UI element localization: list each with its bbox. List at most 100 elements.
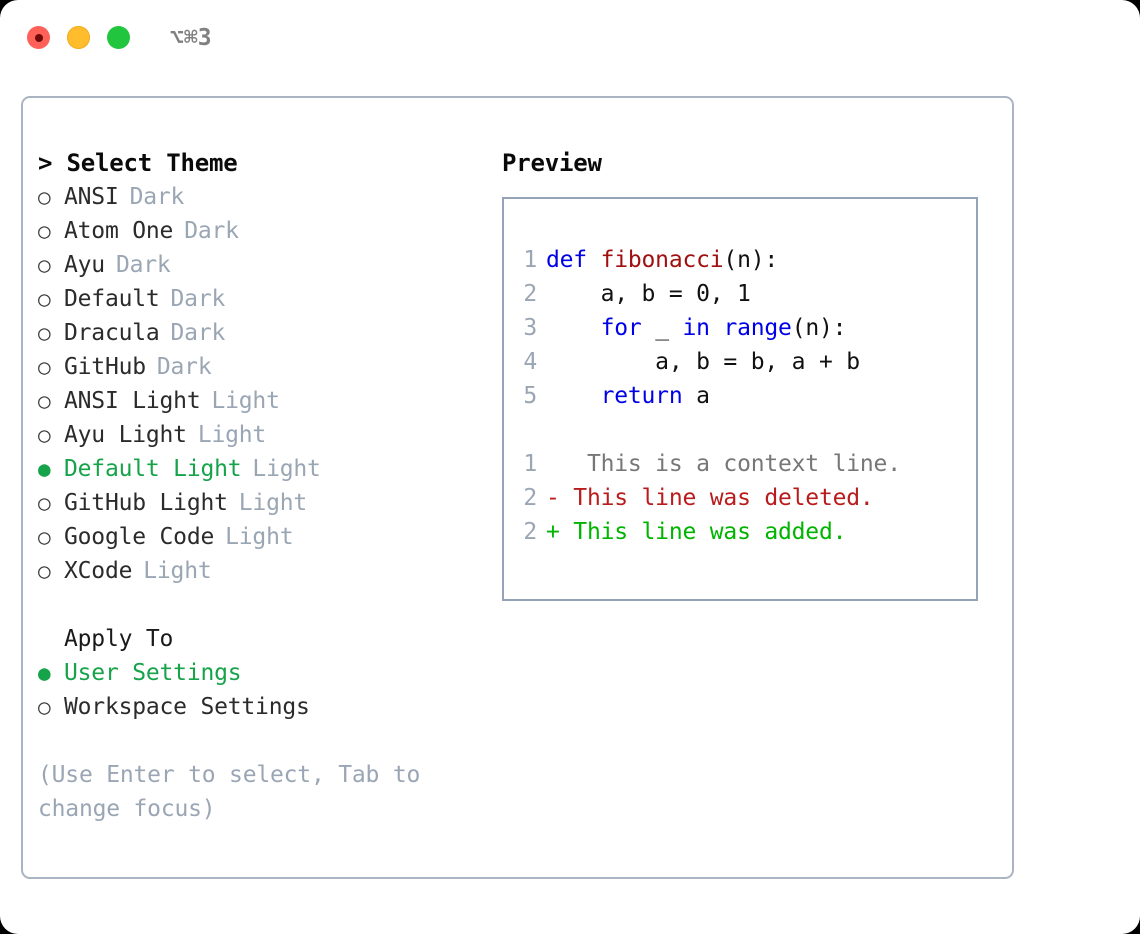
preview-title: Preview (502, 149, 602, 177)
code-text: for _ in range(n): (546, 311, 847, 345)
theme-category: Dark (156, 354, 212, 380)
code-text: a, b = 0, 1 (546, 277, 751, 311)
radio-unselected-icon: ○ (38, 219, 51, 243)
diff-text: This line was deleted. (559, 485, 874, 511)
theme-list-item[interactable]: ○ XCode Light (38, 554, 488, 588)
theme-name: Google Code (64, 524, 215, 550)
radio-unselected-icon: ○ (38, 695, 51, 719)
title-bar: ⌥⌘3 (0, 0, 1140, 76)
theme-name: ANSI Light (64, 388, 201, 414)
token-plain: a, b = b, a + b (546, 349, 860, 375)
code-line: 1 def fibonacci(n): (504, 243, 976, 277)
radio-unselected-icon: ○ (38, 525, 51, 549)
line-number: 2 (523, 485, 537, 511)
theme-category: Light (252, 456, 321, 482)
diff-line: 2- This line was deleted. (504, 481, 976, 515)
theme-name: GitHub Light (64, 490, 228, 516)
diff-sign (546, 447, 560, 481)
line-number: 2 (523, 281, 537, 307)
token-kw: def (546, 247, 601, 273)
theme-name: Dracula (64, 320, 160, 346)
code-text: def fibonacci(n): (546, 243, 778, 277)
radio-unselected-icon: ○ (38, 389, 51, 413)
code-text: return a (546, 379, 710, 413)
theme-name: Ayu Light (64, 422, 187, 448)
close-icon (34, 33, 43, 42)
line-number: 5 (523, 383, 537, 409)
token-plain (546, 383, 601, 409)
code-line: 2 a, b = 0, 1 (504, 277, 976, 311)
apply-to-list: ●User Settings ○ Workspace Settings (38, 656, 488, 724)
radio-unselected-icon: ○ (38, 185, 51, 209)
diff-text: This line was added. (559, 519, 847, 545)
apply-to-item[interactable]: ○ Workspace Settings (38, 690, 488, 724)
code-line: 5 return a (504, 379, 976, 413)
apply-to-item[interactable]: ●User Settings (38, 656, 488, 690)
traffic-lights (27, 26, 130, 49)
apply-to-label: Workspace Settings (64, 694, 310, 720)
theme-category: Dark (184, 218, 239, 244)
keyboard-hint: (Use Enter to select, Tab to change focu… (38, 762, 421, 822)
apply-to-block: Apply To ●User Settings ○ Workspace Settin… (38, 622, 488, 724)
radio-unselected-icon: ○ (38, 287, 51, 311)
radio-unselected-icon: ○ (38, 491, 51, 515)
theme-name: Default (64, 286, 160, 312)
apply-to-title: Apply To (64, 626, 174, 652)
keyboard-shortcut-label: ⌥⌘3 (170, 25, 212, 51)
code-diff-spacer (504, 413, 976, 447)
radio-unselected-icon: ○ (38, 559, 51, 583)
token-plain: a (682, 383, 710, 409)
zoom-button[interactable] (107, 26, 130, 49)
code-line: 4 a, b = b, a + b (504, 345, 976, 379)
radio-unselected-icon: ○ (38, 253, 51, 277)
radio-selected-icon: ● (38, 457, 51, 481)
prompt-caret-icon: > (38, 149, 53, 177)
theme-category: Dark (170, 286, 226, 312)
radio-unselected-icon: ○ (38, 321, 51, 345)
token-kw: for (600, 315, 642, 341)
select-theme-header: > Select Theme (38, 146, 488, 180)
theme-category: Light (225, 524, 294, 550)
minimize-button[interactable] (67, 26, 90, 49)
radio-unselected-icon: ○ (38, 423, 51, 447)
line-number: 2 (523, 519, 537, 545)
diff-line: 1 This is a context line. (504, 447, 976, 481)
line-number: 4 (523, 349, 537, 375)
line-number: 3 (523, 315, 537, 341)
diff-sign: + (546, 519, 560, 545)
theme-name: XCode (64, 558, 133, 584)
code-line: 3 for _ in range(n): (504, 311, 976, 345)
token-plain (546, 315, 601, 341)
theme-category: Light (143, 558, 212, 584)
line-number: 1 (523, 247, 537, 273)
theme-category: Dark (129, 184, 185, 210)
diff-sign: - (546, 485, 560, 511)
theme-list-item[interactable]: ○ Google Code Light (38, 520, 488, 554)
theme-list-item[interactable]: ○ Default Dark (38, 282, 488, 316)
diff-text: This is a context line. (559, 451, 901, 477)
apply-to-label: User Settings (64, 660, 242, 686)
select-theme-label: Select Theme (66, 149, 238, 177)
token-plain: _ (641, 315, 683, 341)
token-kw: range (723, 315, 792, 341)
code-text: a, b = b, a + b (546, 345, 860, 379)
close-button[interactable] (27, 26, 50, 49)
theme-name: ANSI (64, 184, 119, 210)
line-number: 1 (523, 451, 537, 477)
token-kw: in (682, 315, 710, 341)
theme-list-item[interactable]: ○ ANSI Dark (38, 180, 488, 214)
